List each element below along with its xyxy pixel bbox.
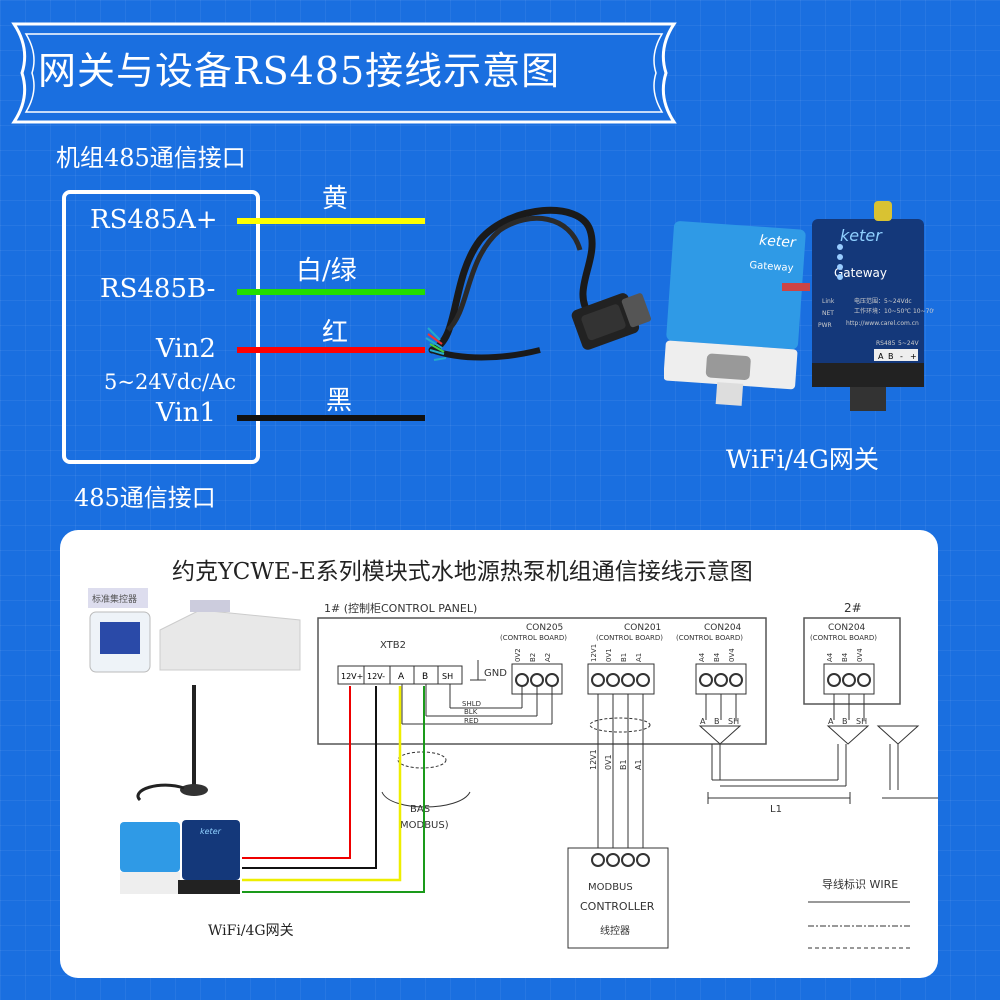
terminal-box <box>62 190 260 464</box>
device-website: http://www.carel.com.cn <box>846 320 919 327</box>
panel2-con204-label: CON204 <box>828 623 866 633</box>
chain1-sh: SH <box>728 717 739 726</box>
controller-label: 标准集控器 <box>92 593 137 605</box>
gateway-device-image: keter Gateway keter Gateway Link NET PWR… <box>664 201 934 411</box>
wiring-diagram-panel: 约克YCWE-E系列模块式水地源热泵机组通信接线示意图 标准集控器 keter … <box>60 530 938 978</box>
terminal-12vminus: 12V- <box>367 672 385 681</box>
bas-label: BAS <box>410 804 430 815</box>
chain1-a: A <box>700 717 706 726</box>
wire-legend: 导线标识 WIRE <box>822 877 898 891</box>
port-a: A <box>878 352 884 361</box>
cable-label-b1: B1 <box>619 759 628 770</box>
terminal-12vplus: 12V+ <box>341 672 363 681</box>
indicator-link: Link <box>822 298 835 305</box>
rs485-label: RS485 <box>876 340 896 347</box>
black-wire <box>237 415 425 421</box>
wire-color-yellow: 黄 <box>322 184 349 214</box>
xtb2-label: XTB2 <box>380 640 406 651</box>
con205-pin-b2: B2 <box>529 653 537 662</box>
cable-label-12v1: 12V1 <box>589 749 598 770</box>
cable-shld: SHLD <box>462 700 481 708</box>
controller-cn-label: 线控器 <box>600 924 630 937</box>
voltage-label: 5~24Vdc/Ac <box>104 370 237 394</box>
con205-label: CON205 <box>526 623 563 633</box>
con201-board-label: (CONTROL BOARD) <box>596 634 663 642</box>
wire-color-white-green: 白/绿 <box>296 256 357 286</box>
con204-label: CON204 <box>704 623 742 633</box>
port-plus: + <box>910 352 917 361</box>
left-header: 机组485通信接口 <box>56 144 246 172</box>
terminal-sh: SH <box>442 672 453 681</box>
port-minus: - <box>900 352 903 361</box>
l1-label: L1 <box>770 804 782 815</box>
chain2-b: B <box>842 717 848 726</box>
indicator-power: PWR <box>818 322 832 329</box>
con205-pin-0v2: 0V2 <box>514 648 522 662</box>
panel2-pin-b4: B4 <box>841 652 849 662</box>
indicator-net: NET <box>822 310 834 317</box>
db9-cable-image <box>425 206 652 361</box>
device2-brand: keter <box>840 226 883 245</box>
wire-color-red: 红 <box>322 318 349 348</box>
controller-modbus: MODBUS <box>588 882 633 893</box>
device1-name: Gateway <box>749 260 794 274</box>
panel2-board-label: (CONTROL BOARD) <box>810 634 877 642</box>
port-b: B <box>888 352 894 361</box>
terminal-b: B <box>422 672 428 682</box>
chain2-sh: SH <box>856 717 867 726</box>
cable-red: RED <box>464 717 479 725</box>
device1-brand: keter <box>759 233 798 252</box>
terminal-b-label: RS485B- <box>100 274 216 304</box>
red-wire <box>237 347 425 353</box>
con204-pin-a4: A4 <box>698 652 706 662</box>
panel2-label: 2# <box>844 601 862 615</box>
chain2-a: A <box>828 717 834 726</box>
mini-gateway-label: WiFi/4G网关 <box>208 923 294 939</box>
cable-blk: BLK <box>464 708 478 716</box>
left-footer: 485通信接口 <box>74 484 216 512</box>
page-title: 网关与设备RS485接线示意图 <box>38 49 561 93</box>
wire-color-black: 黑 <box>326 386 353 416</box>
con205-pin-a2: A2 <box>544 653 552 662</box>
con205-board-label: (CONTROL BOARD) <box>500 634 567 642</box>
panel2-pin-0v4: 0V4 <box>856 648 864 662</box>
cable-label-0v1: 0V1 <box>604 754 613 770</box>
con204-board-label: (CONTROL BOARD) <box>676 634 743 642</box>
spec-environment: 工作环境：10~50℃ 10~70% <box>854 307 934 315</box>
terminal-a: A <box>398 672 405 682</box>
spec-voltage: 电压范围：5~24Vdc <box>854 297 912 305</box>
green-wire <box>237 289 425 295</box>
con204-pin-b4: B4 <box>713 652 721 662</box>
terminal-vin2-label: Vin2 <box>156 334 216 364</box>
terminal-vin1-label: Vin1 <box>156 398 216 428</box>
chain1-b: B <box>714 717 720 726</box>
gnd-label: GND <box>484 668 507 679</box>
con201-label: CON201 <box>624 623 661 633</box>
con201-pin-b1: B1 <box>620 653 628 662</box>
terminal-a-label: RS485A+ <box>90 205 218 235</box>
panel1-label: 1# (控制柜CONTROL PANEL) <box>324 601 477 615</box>
con201-pin-12v1: 12V1 <box>590 644 598 662</box>
voltage-port-label: 5~24V <box>898 340 919 347</box>
panel2-pin-a4: A4 <box>826 652 834 662</box>
gateway-label: WiFi/4G网关 <box>726 445 879 474</box>
controller-controller: CONTROLLER <box>580 900 655 913</box>
device2-name: Gateway <box>834 266 887 280</box>
wiring-schematic: 标准集控器 keter 1# (控制柜CONTROL PANEL) XTB2 1… <box>88 588 938 949</box>
con201-pin-a1: A1 <box>635 653 643 662</box>
cable-label-a1: A1 <box>634 759 643 770</box>
diagram-title: 约克YCWE-E系列模块式水地源热泵机组通信接线示意图 <box>172 559 753 585</box>
con204-pin-0v4: 0V4 <box>728 648 736 662</box>
mini-gateway-brand: keter <box>200 827 222 836</box>
con201-pin-0v1: 0V1 <box>605 648 613 662</box>
title-banner <box>11 22 677 124</box>
yellow-wire <box>237 218 425 224</box>
